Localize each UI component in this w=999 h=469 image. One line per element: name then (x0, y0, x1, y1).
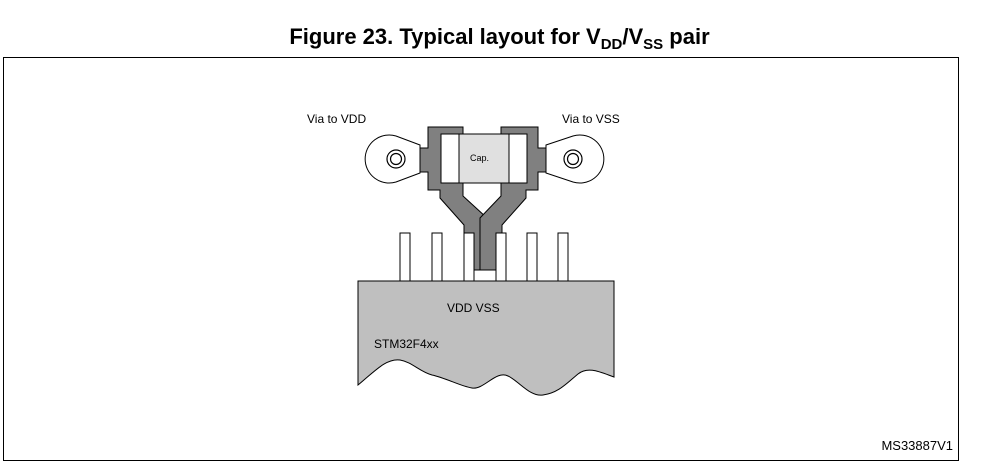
capacitor-body (458, 133, 510, 184)
capacitor-terminal-right (508, 133, 528, 184)
caption-subscript-ss: SS (643, 36, 664, 53)
via-vdd (364, 134, 421, 184)
figure-reference-id: MS33887V1 (881, 438, 953, 453)
via-vss-label: Via to VSS (562, 112, 620, 126)
pin-3 (463, 232, 475, 283)
caption-text-suffix: pair (663, 24, 710, 49)
chip-label: STM32F4xx (374, 337, 439, 351)
capacitor-terminal-left (440, 133, 460, 184)
via-vdd-label: Via to VDD (307, 112, 366, 126)
chip-body (357, 280, 615, 396)
caption-text-mid: /V (622, 24, 644, 49)
figure-caption: Figure 23. Typical layout for VDD/VSS pa… (0, 24, 999, 53)
via-vss (545, 134, 605, 184)
capacitor-label: Cap. (470, 153, 489, 163)
figure-frame (3, 57, 959, 461)
caption-text: Figure 23. Typical layout for V (289, 24, 601, 49)
pin-6 (557, 232, 569, 283)
pins-label: VDD VSS (447, 301, 500, 315)
pin-2 (431, 232, 443, 283)
pin-1 (399, 232, 411, 283)
pin-5 (526, 232, 538, 283)
capacitor: Cap. (440, 133, 528, 184)
pin-4 (495, 232, 507, 283)
caption-subscript-dd: DD (600, 36, 623, 53)
